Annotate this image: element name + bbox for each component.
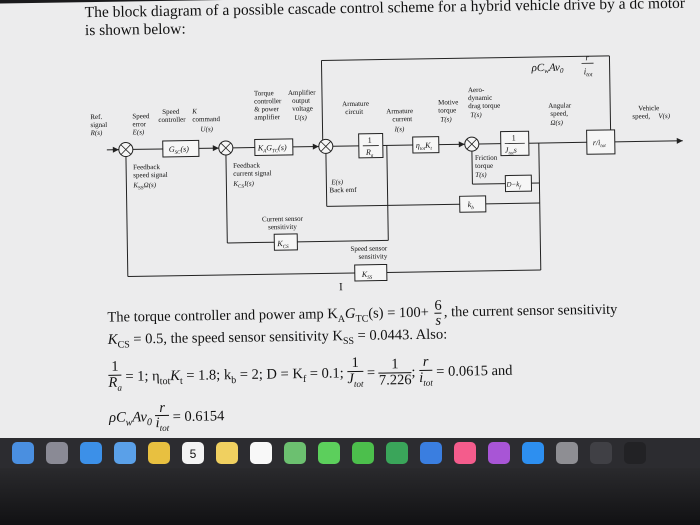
settings-icon[interactable] — [556, 442, 578, 464]
kss-block: KSS — [361, 270, 373, 281]
armature-circuit-label: Armaturecircuit — [342, 100, 369, 116]
friction-label: FrictiontorqueT(s) — [475, 154, 498, 179]
torque-amp-label: Torquecontroller& poweramplifier — [254, 89, 282, 121]
launchpad-icon[interactable] — [46, 442, 68, 464]
motive-torque-label: MotivetorqueT(s) — [438, 98, 459, 123]
speed-error-label: SpeederrorE(s) — [131, 112, 150, 136]
jtot-num: 1 — [512, 133, 516, 142]
screen: The block diagram of a possible cascade … — [0, 0, 700, 452]
terminal-icon[interactable] — [624, 442, 646, 464]
ref-signal-label: Ref.signalR(s) — [89, 113, 107, 137]
current-sensor-label: Current sensorsensitivity — [262, 215, 304, 232]
d-kf-block: D−kf — [505, 180, 521, 190]
text-cursor: I — [339, 281, 343, 293]
keynote-icon[interactable] — [420, 442, 442, 464]
feedback-current-label: Feedbackcurrent signalKCSI(s) — [232, 161, 272, 190]
appstore-icon[interactable] — [522, 442, 544, 464]
photos-icon[interactable] — [148, 442, 170, 464]
gsc-block: GSC(s) — [169, 145, 190, 156]
block-diagram: ρCwAv0 r itot Ref.signalR(s) SpeederrorE… — [89, 52, 671, 294]
speed-sensor-label: Speed sensorsensitivity — [350, 244, 388, 261]
mail-icon[interactable] — [114, 442, 136, 464]
feedback-speed-label: Feedbackspeed signalKSSΩ(s) — [132, 163, 168, 192]
r-itot-block: r/itot — [593, 138, 607, 149]
aero-dynamic-label: Aero-dynamicdrag torqueT(s) — [468, 86, 501, 119]
finder-icon[interactable] — [12, 442, 34, 464]
notes-icon[interactable] — [216, 442, 238, 464]
numbers-icon[interactable] — [386, 442, 408, 464]
messages-icon[interactable] — [318, 442, 340, 464]
aero-itot: itot — [584, 66, 593, 78]
back-emf-label: E(s)Back emf — [329, 178, 357, 194]
jtot-block: Jtots — [505, 145, 517, 156]
vehicle-speed-label: Vehiclespeed,V(s) — [632, 104, 671, 121]
armature-num: 1 — [368, 136, 372, 145]
laptop-bezel — [0, 468, 700, 525]
ra-block: Ra — [365, 148, 374, 159]
kcs-block: KCS — [276, 239, 289, 250]
kb-block: kb — [468, 200, 475, 211]
ka-gtc-block: KAGTC(s) — [257, 143, 287, 154]
music-icon[interactable] — [454, 442, 476, 464]
calendar-day: 5 — [189, 447, 197, 461]
maps-icon[interactable] — [284, 442, 306, 464]
amp-output-label: AmplifieroutputvoltageU(s) — [288, 89, 317, 122]
reminders-icon[interactable] — [250, 442, 272, 464]
quicktime-icon[interactable] — [590, 442, 612, 464]
facetime-icon[interactable] — [352, 442, 374, 464]
eta-kt-block: ηtotKt — [416, 141, 433, 152]
aero-r: r — [585, 52, 589, 62]
aero-gain-label: ρCwAv0 — [531, 62, 564, 76]
calendar-icon[interactable]: 5 — [182, 442, 204, 464]
podcasts-icon[interactable] — [488, 442, 510, 464]
safari-icon[interactable] — [80, 442, 102, 464]
ka-gtc-label: K — [191, 107, 197, 115]
dock: 5 — [0, 438, 700, 468]
angular-speed-label: Angularspeed,Ω(s) — [548, 102, 572, 127]
armature-current-label: ArmaturecurrentI(s) — [386, 107, 413, 133]
